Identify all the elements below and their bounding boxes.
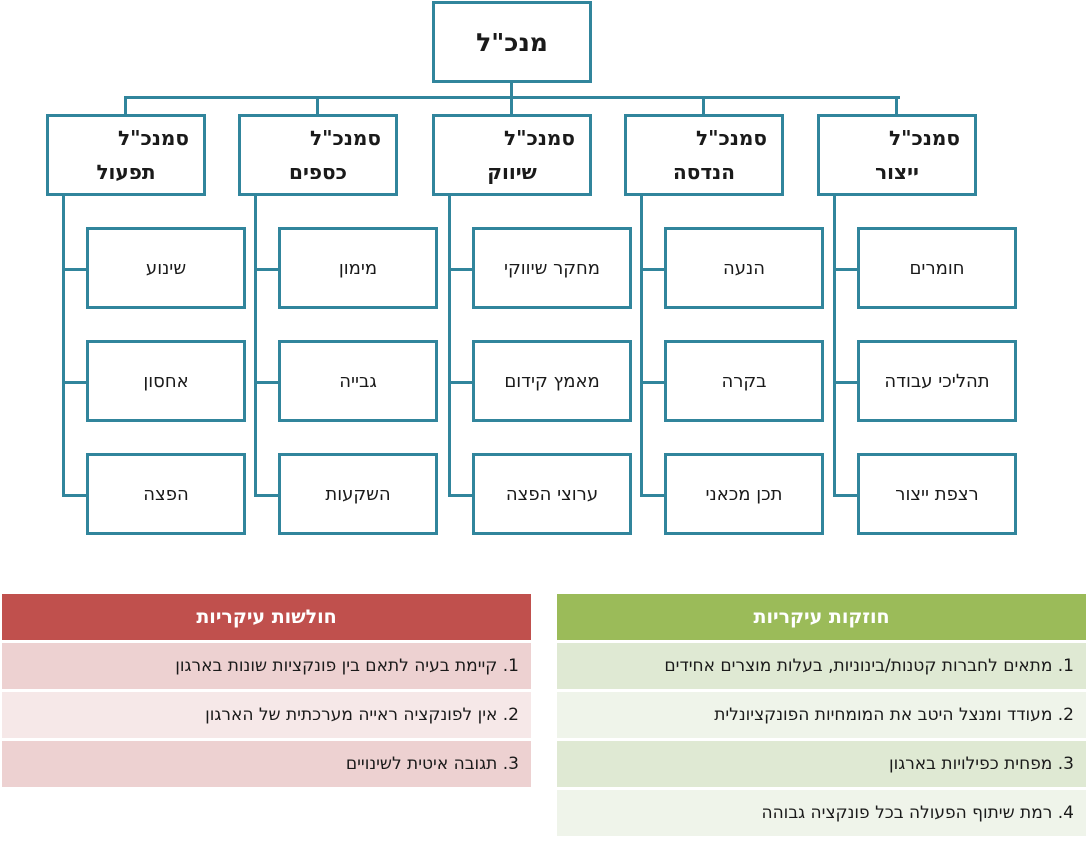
unit-box: תכן מכאני: [664, 453, 824, 535]
connector-line: [254, 381, 281, 384]
connector-line: [833, 268, 860, 271]
connector-line: [640, 268, 667, 271]
unit-label: תהליכי עבודה: [884, 370, 990, 392]
department-box: סמנכ"ל ייצור: [817, 114, 977, 196]
unit-box: אחסון: [86, 340, 246, 422]
connector-line: [640, 494, 667, 497]
department-title: סמנכ"ל: [310, 126, 381, 150]
department-title: סמנכ"ל: [696, 126, 767, 150]
unit-label: מחקר שיווקי: [503, 257, 601, 279]
connector-line: [448, 268, 475, 271]
unit-box: מימון: [278, 227, 438, 309]
weakness-item: 3. תגובה איטית לשינויים: [2, 741, 531, 787]
connector-line: [62, 494, 89, 497]
connector-line: [62, 381, 89, 384]
unit-box: השקעות: [278, 453, 438, 535]
department-name: ייצור: [875, 160, 919, 184]
connector-line: [833, 381, 860, 384]
connector-line: [640, 381, 667, 384]
connector-line: [448, 381, 475, 384]
connector-line: [254, 196, 257, 495]
unit-box: הנעה: [664, 227, 824, 309]
connector-line: [448, 196, 451, 495]
department-title: סמנכ"ל: [118, 126, 189, 150]
department-title: סמנכ"ל: [504, 126, 575, 150]
weaknesses-header: חולשות עיקריות: [2, 594, 531, 640]
strength-item: 1. מתאים לחברות קטנות/בינוניות, בעלות מו…: [557, 643, 1086, 689]
unit-label: השקעות: [325, 483, 391, 505]
unit-label: מאמץ קידום: [504, 370, 600, 392]
connector-line: [316, 96, 319, 114]
unit-box: ערוצי הפצה: [472, 453, 632, 535]
strengths-header: חוזקות עיקריות: [557, 594, 1086, 640]
unit-label: שינוע: [145, 257, 187, 279]
connector-line: [833, 196, 836, 495]
connector-line: [448, 494, 475, 497]
department-box: סמנכ"ל תפעול: [46, 114, 206, 196]
strength-item: 3. מפחית כפילויות בארגון: [557, 741, 1086, 787]
department-name: שיווק: [487, 160, 537, 184]
connector-line: [62, 268, 89, 271]
unit-box: הפצה: [86, 453, 246, 535]
department-name: תפעול: [96, 160, 156, 184]
unit-label: אחסון: [143, 370, 189, 392]
unit-box: תהליכי עבודה: [857, 340, 1017, 422]
connector-line: [895, 96, 898, 114]
connector-line: [254, 268, 281, 271]
unit-box: מאמץ קידום: [472, 340, 632, 422]
department-name: כספים: [289, 160, 347, 184]
connector-line: [702, 96, 705, 114]
unit-box: מחקר שיווקי: [472, 227, 632, 309]
strength-item: 4. רמת שיתוף הפעולה בכל פונקציה גבוהה: [557, 790, 1086, 836]
unit-box: רצפת ייצור: [857, 453, 1017, 535]
department-box: סמנכ"ל שיווק: [432, 114, 592, 196]
unit-box: חומרים: [857, 227, 1017, 309]
unit-label: מימון: [338, 257, 378, 279]
weaknesses-list: חולשות עיקריות 1. קיימת בעיה לתאם בין פו…: [2, 594, 531, 787]
unit-label: חומרים: [909, 257, 965, 279]
connector-line: [254, 494, 281, 497]
ceo-label: מנכ"ל: [476, 27, 548, 57]
weakness-item: 1. קיימת בעיה לתאם בין פונקציות שונות בא…: [2, 643, 531, 689]
connector-line: [124, 96, 127, 114]
department-box: סמנכ"ל כספים: [238, 114, 398, 196]
unit-label: הפצה: [143, 483, 189, 505]
connector-line: [640, 196, 643, 495]
unit-label: רצפת ייצור: [895, 483, 979, 505]
unit-label: ערוצי הפצה: [505, 483, 599, 505]
unit-label: תכן מכאני: [705, 483, 783, 505]
connector-line: [62, 196, 65, 495]
connector-line: [510, 83, 513, 98]
connector-line: [833, 494, 860, 497]
unit-label: גבייה: [339, 370, 377, 392]
unit-box: שינוע: [86, 227, 246, 309]
department-title: סמנכ"ל: [889, 126, 960, 150]
unit-label: בקרה: [721, 370, 767, 392]
strengths-list: חוזקות עיקריות 1. מתאים לחברות קטנות/בינ…: [557, 594, 1086, 836]
ceo-box: מנכ"ל: [432, 1, 592, 83]
unit-box: גבייה: [278, 340, 438, 422]
unit-box: בקרה: [664, 340, 824, 422]
department-box: סמנכ"ל הנדסה: [624, 114, 784, 196]
connector-line: [510, 96, 513, 114]
unit-label: הנעה: [723, 257, 765, 279]
strength-item: 2. מעודד ומנצל היטב את המומחיות הפונקציו…: [557, 692, 1086, 738]
weakness-item: 2. אין לפונקציה ראייה מערכתית של הארגון: [2, 692, 531, 738]
department-name: הנדסה: [673, 160, 735, 184]
